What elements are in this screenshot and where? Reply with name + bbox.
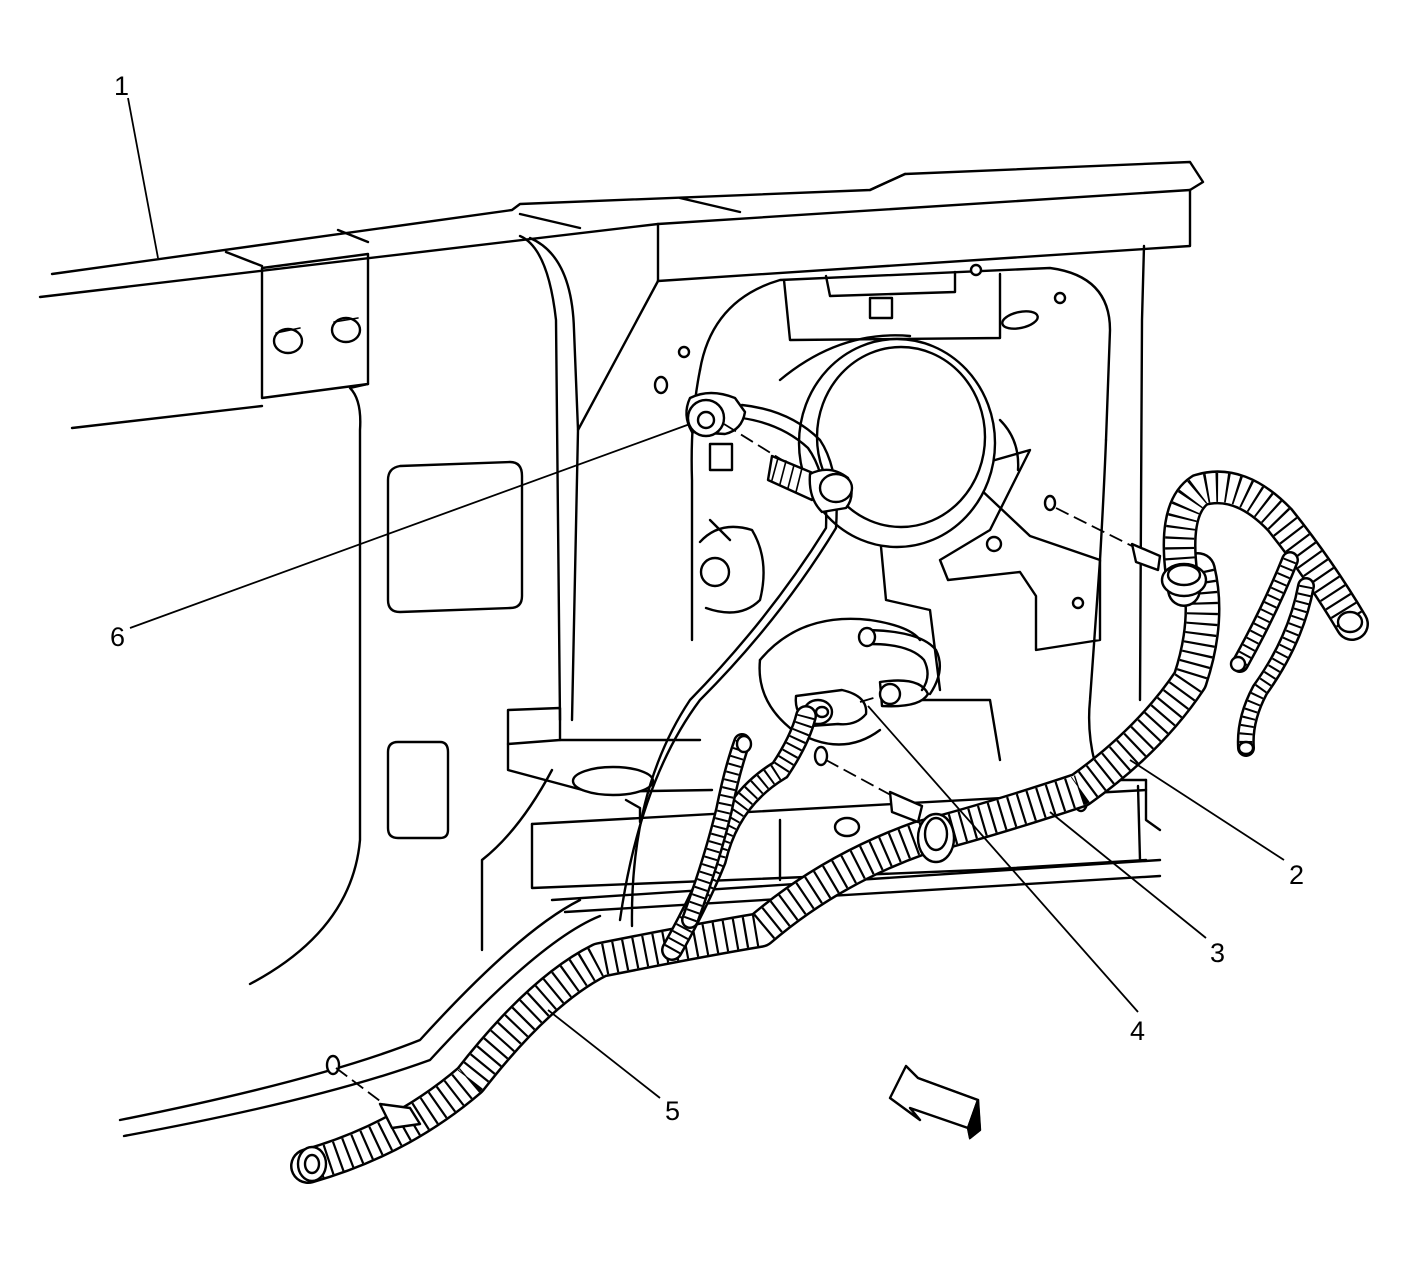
leader-4 bbox=[867, 705, 1139, 1013]
upper-harness-branches bbox=[1162, 470, 1369, 757]
callout-6: 6 bbox=[110, 622, 125, 652]
callout-3: 3 bbox=[1210, 938, 1225, 968]
rail-bracket bbox=[260, 252, 370, 400]
cross-member bbox=[506, 706, 1162, 914]
callout-5: 5 bbox=[665, 1096, 680, 1126]
callout-labels: 1 2 3 4 5 6 bbox=[110, 71, 1304, 1126]
callout-2: 2 bbox=[1289, 860, 1304, 890]
leader-6 bbox=[129, 423, 691, 629]
connector-branch bbox=[661, 705, 817, 961]
leader-5 bbox=[547, 1009, 661, 1099]
harness-clips bbox=[335, 507, 1208, 1130]
view-direction-arrow-icon bbox=[888, 1064, 982, 1140]
ground-bolt bbox=[766, 454, 854, 514]
lamp-socket bbox=[778, 334, 1020, 549]
leader-lines bbox=[127, 97, 1285, 1099]
lamp-connector bbox=[794, 626, 942, 728]
main-harness bbox=[290, 552, 1221, 1184]
leader-1 bbox=[127, 97, 159, 259]
sill bbox=[118, 898, 602, 1138]
leader-2 bbox=[1129, 759, 1285, 861]
callout-1: 1 bbox=[114, 71, 129, 101]
pillar bbox=[480, 234, 660, 952]
callout-4: 4 bbox=[1130, 1016, 1145, 1046]
ground-wire bbox=[618, 391, 854, 928]
body-panel bbox=[248, 382, 524, 986]
frame-rail bbox=[38, 160, 1205, 430]
leader-3 bbox=[1049, 811, 1207, 939]
